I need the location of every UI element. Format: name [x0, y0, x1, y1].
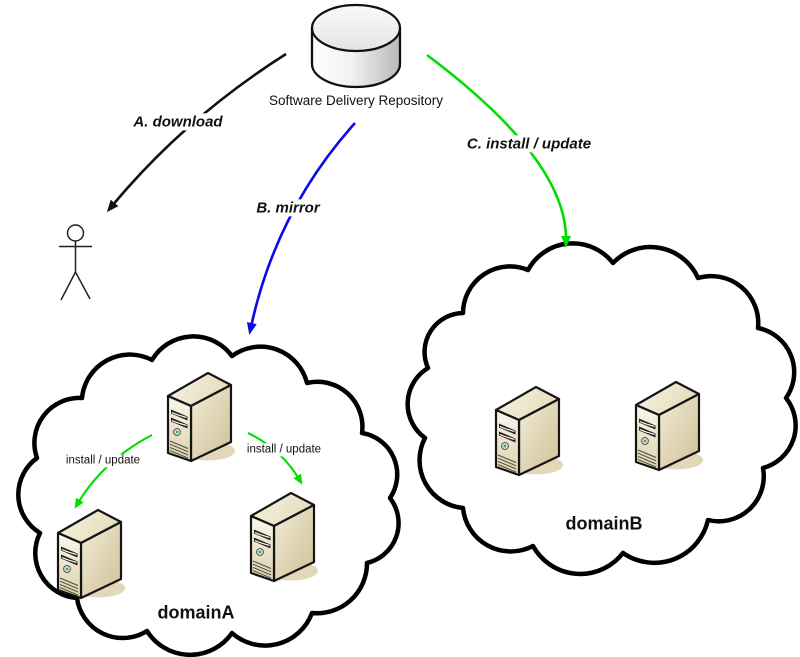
flow-label-mirror: B. mirror: [254, 199, 322, 217]
flow-label-download: A. download: [131, 113, 225, 131]
cloud-domain-b: [405, 241, 798, 577]
domain-a-install-label-left: install / update: [63, 454, 143, 468]
database-cylinder-icon: [310, 3, 402, 89]
domain-a-name: domainA: [155, 602, 237, 624]
stick-figure-user-icon: [59, 224, 92, 301]
flow-label-install-update: C. install / update: [464, 135, 594, 153]
domain-b-name: domainB: [563, 513, 645, 535]
domain-a-install-label-right: install / update: [244, 443, 324, 457]
repository-label: Software Delivery Repository: [268, 93, 444, 109]
flow-arrow-mirror: [246, 122, 356, 335]
flow-arrow-install-update: [426, 53, 572, 248]
